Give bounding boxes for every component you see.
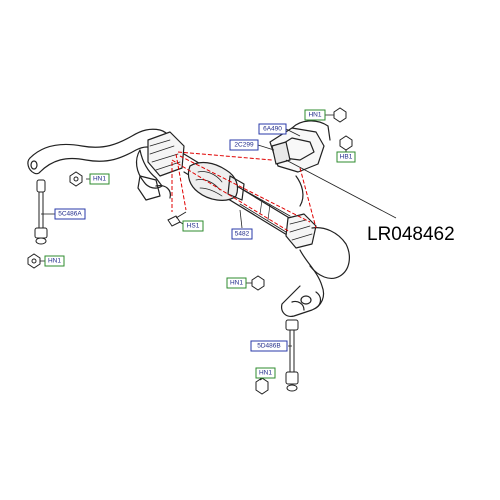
label-hs1: HS1 — [182, 220, 204, 232]
bottom-nut — [255, 377, 269, 395]
center-nut — [251, 275, 265, 291]
svg-text:5C486A: 5C486A — [58, 211, 82, 218]
part-number-callout: LR048462 — [367, 224, 455, 245]
label-2c299: 2C299 — [229, 139, 259, 151]
label-hn1-left: HN1 — [89, 173, 110, 185]
label-hn1-center: HN1 — [226, 277, 247, 289]
label-hn1-bottom-left: HN1 — [44, 255, 65, 267]
stabilizer-bar — [27, 120, 350, 317]
top-right-nut — [333, 107, 347, 123]
label-hn1-bottom: HN1 — [255, 367, 276, 379]
label-5d486b: 5D486B — [250, 340, 288, 352]
svg-text:HN1: HN1 — [308, 112, 321, 119]
left-nut-lower — [27, 253, 41, 269]
label-6a490: 6A490 — [258, 123, 287, 135]
svg-text:HN1: HN1 — [230, 280, 243, 287]
svg-text:HN1: HN1 — [93, 176, 106, 183]
svg-text:6A490: 6A490 — [263, 126, 282, 133]
right-drop-link — [285, 319, 299, 392]
hs1-bolt — [167, 211, 187, 227]
svg-text:5482: 5482 — [235, 231, 250, 238]
svg-text:HN1: HN1 — [259, 370, 272, 377]
red-callout-lines — [171, 151, 317, 233]
label-5482: 5482 — [231, 228, 253, 240]
label-5c486a: 5C486A — [54, 208, 86, 220]
left-drop-link — [34, 179, 48, 245]
label-hb1: HB1 — [336, 151, 356, 163]
svg-text:2C299: 2C299 — [234, 142, 254, 149]
svg-text:HN1: HN1 — [48, 258, 61, 265]
left-nut-upper — [69, 171, 83, 187]
svg-text:5D486B: 5D486B — [257, 343, 281, 350]
label-hn1-top-right: HN1 — [304, 109, 326, 121]
svg-text:HB1: HB1 — [340, 154, 353, 161]
svg-text:HS1: HS1 — [187, 223, 200, 230]
